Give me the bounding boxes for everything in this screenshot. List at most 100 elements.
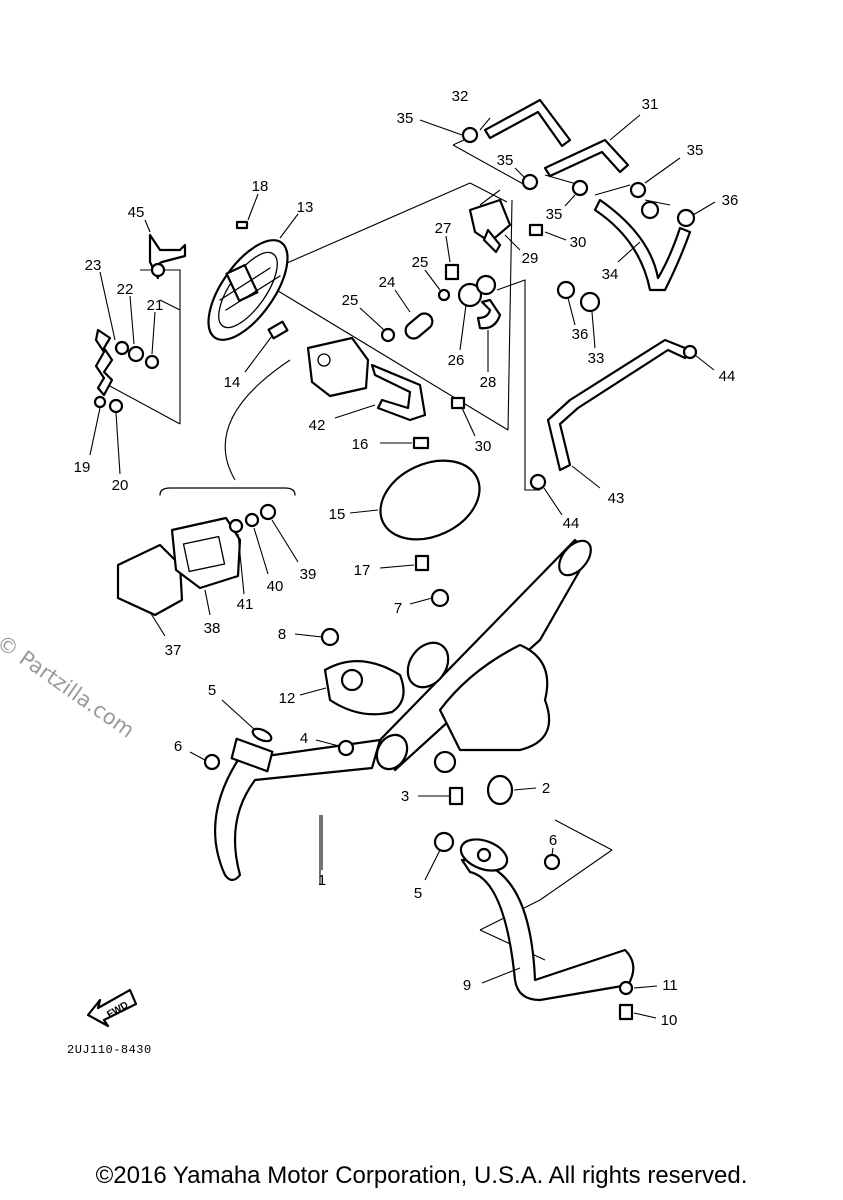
clip-35d xyxy=(629,181,647,199)
callout-leader xyxy=(633,1012,657,1019)
callout-number: 30 xyxy=(570,234,587,251)
callout-number: 8 xyxy=(278,626,286,643)
callout-leader xyxy=(271,519,299,563)
washer-41 xyxy=(228,518,244,534)
callout-leader xyxy=(513,787,537,791)
callout-leader xyxy=(189,751,206,761)
callout-number: 10 xyxy=(661,1012,678,1029)
callout-leader xyxy=(564,194,576,207)
callout-number: 41 xyxy=(237,596,254,613)
callout-leader xyxy=(543,487,563,516)
callout-number: 4 xyxy=(300,730,308,747)
callout-number: 24 xyxy=(379,274,396,291)
callout-number: 17 xyxy=(354,562,371,579)
callout-leader xyxy=(394,289,411,313)
callout-number: 45 xyxy=(128,204,145,221)
callout-leader xyxy=(151,311,156,355)
callout-number: 6 xyxy=(174,738,182,755)
muffler xyxy=(378,538,592,772)
callout-number: 44 xyxy=(719,368,736,385)
callout-number: 35 xyxy=(497,152,514,169)
flange-9 xyxy=(476,847,492,863)
callout-number: 13 xyxy=(297,199,314,216)
washer xyxy=(114,340,130,356)
callout-number: 31 xyxy=(642,96,659,113)
callout-leader xyxy=(571,465,601,489)
callout-leader xyxy=(129,295,135,345)
diagram-code: 2UJ110-8430 xyxy=(67,1043,152,1057)
bolt-10 xyxy=(618,1003,634,1021)
callout-number: 2 xyxy=(542,780,550,797)
flange-gasket xyxy=(230,737,274,773)
nut-39 xyxy=(259,503,277,521)
callout-leader xyxy=(294,633,323,638)
callout-number: 5 xyxy=(208,682,216,699)
callout-number: 16 xyxy=(352,436,369,453)
callout-leader xyxy=(479,117,491,131)
callout-leader xyxy=(279,213,299,239)
bolt xyxy=(267,320,289,340)
callout-leader xyxy=(149,611,166,637)
callout-number: 36 xyxy=(572,326,589,343)
callout-leader xyxy=(544,231,567,241)
callout-number: 12 xyxy=(279,690,296,707)
heat-shield-cover xyxy=(379,459,481,541)
bolt-7 xyxy=(430,588,450,608)
callout-number: 29 xyxy=(522,250,539,267)
callout-leader xyxy=(299,687,327,696)
clamp-36b xyxy=(640,200,660,220)
callout-leader xyxy=(694,354,715,371)
callout-number: 5 xyxy=(414,885,422,902)
filter-case-37 xyxy=(116,543,184,617)
callout-leader xyxy=(551,847,554,856)
callout-leader xyxy=(514,167,526,179)
callout-number: 26 xyxy=(448,352,465,369)
mounting-bracket xyxy=(94,328,114,397)
cap-36 xyxy=(556,280,576,300)
muffler-cover-upper xyxy=(306,336,370,398)
callout-leader xyxy=(504,234,521,251)
callout-number: 27 xyxy=(435,220,452,237)
pipe-joint xyxy=(404,312,434,340)
clip-44b xyxy=(529,473,547,491)
callout-number: 15 xyxy=(329,506,346,523)
bolt-4 xyxy=(337,739,355,757)
callout-leader xyxy=(244,335,273,373)
callout-leader xyxy=(644,157,681,184)
callout-number: 23 xyxy=(85,257,102,274)
screw xyxy=(450,396,466,410)
clip-35c xyxy=(571,179,589,197)
callout-number: 36 xyxy=(722,192,739,209)
callout-number: 22 xyxy=(117,281,134,298)
callout-number: 20 xyxy=(112,477,129,494)
callout-number: 3 xyxy=(401,788,409,805)
callout-number: 19 xyxy=(74,459,91,476)
callout-leader xyxy=(204,589,211,616)
callout-leader xyxy=(247,193,259,221)
callout-number: 28 xyxy=(480,374,497,391)
callout-number: 7 xyxy=(394,600,402,617)
callout-number: 25 xyxy=(342,292,359,309)
assembly-bracket xyxy=(159,487,296,496)
callout-leader xyxy=(419,119,463,136)
nut-6a xyxy=(203,753,221,771)
callout-leader xyxy=(633,985,658,989)
bolt-8 xyxy=(320,627,340,647)
callout-leader xyxy=(144,219,151,233)
callout-leader xyxy=(445,235,451,263)
clamp-36a xyxy=(676,208,696,228)
callout-number: 9 xyxy=(463,977,471,994)
clamp-25a xyxy=(380,327,396,343)
clip xyxy=(235,220,249,230)
screw-17 xyxy=(414,554,430,572)
callout-number: 35 xyxy=(687,142,704,159)
callout-number: 37 xyxy=(165,642,182,659)
reed-valve xyxy=(457,274,497,308)
callout-number: 32 xyxy=(452,88,469,105)
callout-leader xyxy=(115,412,121,475)
callout-number: 34 xyxy=(602,266,619,283)
nut-6b xyxy=(543,853,561,871)
hose-32 xyxy=(483,98,572,148)
callout-leader xyxy=(609,114,641,141)
